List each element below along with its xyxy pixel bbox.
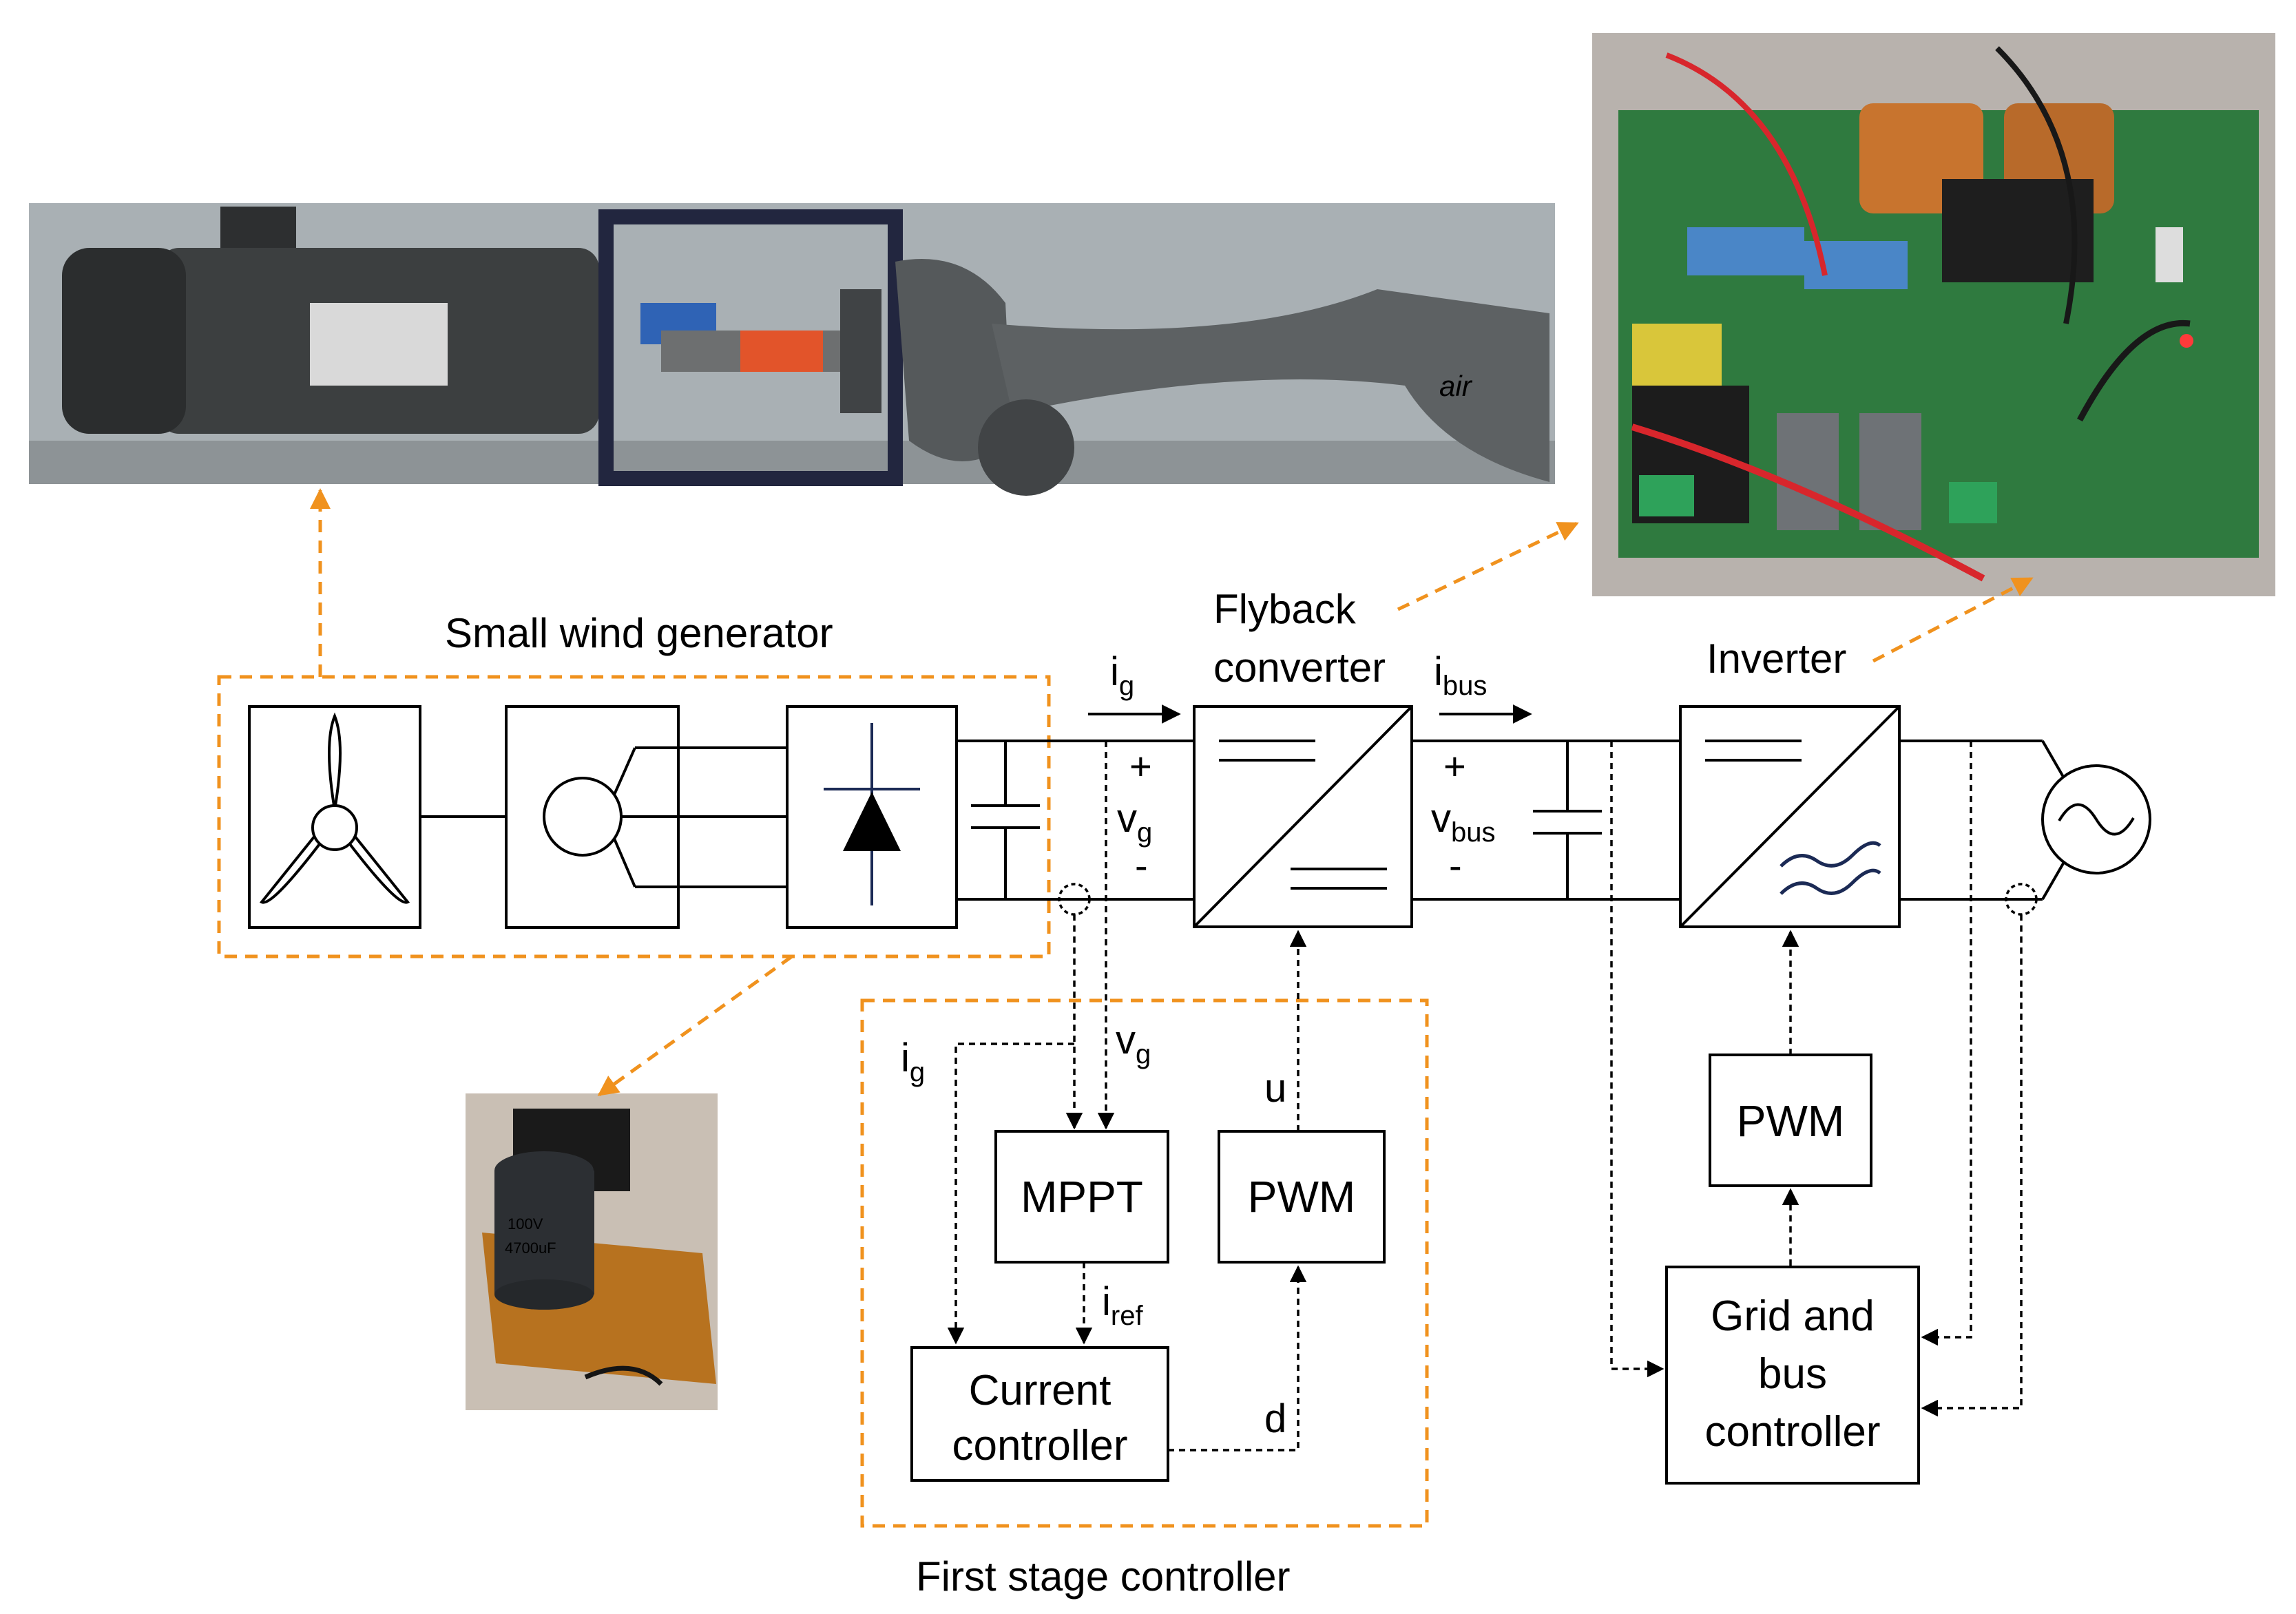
bus-capacitor-icon [1533, 741, 1602, 899]
wind-turbine-block [248, 705, 421, 929]
capacitor-rating-label: 4700uF [505, 1239, 556, 1257]
ig-input-label: ig [901, 1036, 925, 1087]
iref-label: iref [1102, 1279, 1143, 1331]
vbus-plus: + [1443, 744, 1466, 788]
inverter-block [1679, 705, 1901, 928]
current-controller-label-line2: controller [952, 1422, 1128, 1469]
capacitor-voltage-label: 100V [508, 1215, 543, 1233]
first-stage-controller-frame [860, 998, 1429, 1528]
capacitor-icon [971, 741, 1040, 899]
capacitor-board-photo: 100V 4700uF [466, 1093, 718, 1410]
current-controller-label-line1: Current [969, 1367, 1112, 1414]
grid-bus-controller-block [1665, 1266, 1920, 1485]
mppt-block [994, 1130, 1169, 1264]
vbus-to-controller-line [1610, 741, 1664, 1378]
vg-plus: + [1129, 744, 1152, 788]
first-stage-controller-title: First stage controller [916, 1553, 1291, 1600]
flyback-title-line1: Flyback [1213, 586, 1357, 632]
grid-voltage-to-controller-line [1921, 741, 1972, 1346]
dc-ac-inverter-icon [1679, 705, 1901, 928]
ac-grid-source-icon [2041, 764, 2151, 874]
pwm-first-stage-block [1218, 1130, 1386, 1264]
d-label: d [1264, 1396, 1286, 1441]
dc-dc-converter-icon [1193, 705, 1413, 928]
inverter-photo-pointer [1872, 576, 2034, 663]
vg-input-label: vg [1116, 1018, 1151, 1069]
vg-minus: - [1135, 843, 1148, 887]
grid-bus-controller-line3: controller [1705, 1408, 1881, 1456]
ibus-label: ibus [1434, 649, 1487, 701]
generator-block [505, 705, 680, 929]
flyback-photo-pointer [1397, 521, 1579, 611]
rectifier-photo-pointer [597, 954, 793, 1097]
turbine-brand-label: air [1439, 370, 1473, 402]
pwm-inverter-block [1709, 1054, 1872, 1187]
wind-turbine-icon [259, 712, 410, 904]
u-label: u [1264, 1066, 1286, 1111]
grid-bus-controller-line1: Grid and [1711, 1292, 1875, 1340]
mppt-label: MPPT [1021, 1172, 1143, 1222]
vbus-minus: - [1449, 843, 1462, 887]
inverter-board-photo [1592, 33, 2275, 596]
vg-label: vg [1117, 796, 1152, 848]
inverter-title: Inverter [1707, 636, 1846, 682]
generator-icon [543, 777, 623, 857]
flyback-converter-block [1193, 705, 1413, 928]
grid-bus-controller-line2: bus [1758, 1350, 1827, 1398]
current-controller-block [910, 1346, 1169, 1482]
vbus-label: vbus [1431, 796, 1496, 848]
ig-label: ig [1110, 649, 1134, 701]
pwm-first-stage-label: PWM [1248, 1172, 1355, 1222]
flyback-title-line2: converter [1213, 644, 1386, 691]
small-wind-generator-title: Small wind generator [445, 610, 833, 656]
wind-generator-photo: air [29, 203, 1555, 496]
pwm-inverter-label: PWM [1737, 1096, 1844, 1146]
wind-generator-frame [217, 675, 1051, 958]
diode-rectifier-icon [824, 723, 920, 905]
rectifier-block [786, 705, 958, 929]
